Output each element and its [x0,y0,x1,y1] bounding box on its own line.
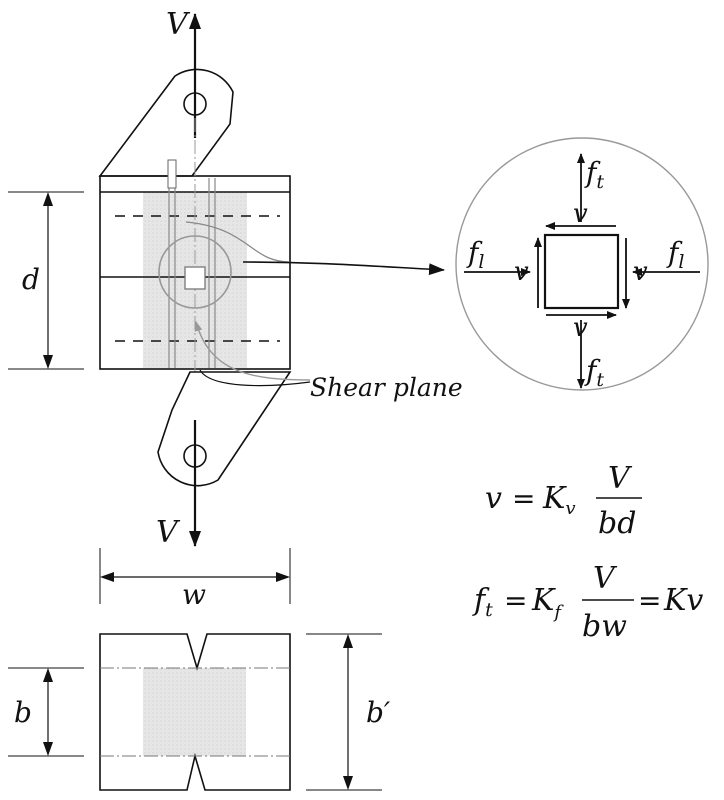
v-left-label: v [514,257,529,287]
eq1-denominator: bd [598,506,636,541]
eq2-numerator: V [593,561,618,596]
full-thickness-label: b′ [366,696,391,729]
eq2-equals-2: = [638,584,661,617]
specimen-body [99,118,291,440]
eq2-rhs: Kv [663,583,703,618]
eq1-equals: = [512,482,535,515]
equation-v: v = Kv V bd [485,461,642,541]
stress-element-small [184,266,206,290]
shear-plane-leader [194,321,311,387]
v-top-label: v [573,199,588,229]
bolt-head-top [167,159,177,189]
eq1-lhs: v [485,481,502,516]
eq2-denominator: bw [582,609,627,644]
specimen-plan-view [99,633,291,791]
thickness-dimension [8,667,84,757]
v-bottom-label: v [573,313,588,343]
plan-shear-zone-shading [143,668,246,756]
bottom-load-link [157,371,292,487]
eq1-k: Kv [542,481,576,519]
width-dimension [99,548,291,604]
depth-dimension [8,191,84,370]
detail-connector-arrow [242,261,445,276]
stress-element-square [543,233,620,310]
shear-force-label-top: V [166,7,191,42]
shear-plane-label: Shear plane [310,373,463,402]
detail-circle [158,235,232,309]
eq2-equals: = [504,584,527,617]
eq2-lhs: ft [472,583,493,621]
eq1-numerator: V [608,461,633,496]
shear-force-label-bottom: V [156,515,181,550]
top-load-link [98,68,234,177]
stress-element-detail [455,137,709,391]
full-thickness-dimension [306,633,382,791]
v-right-label: v [633,257,648,287]
depth-label: d [22,263,40,296]
equation-ft: ft = Kf V bw = Kv [472,561,703,644]
thickness-label: b [14,696,32,729]
width-label: w [182,578,206,611]
eq2-k: Kf [531,583,564,623]
